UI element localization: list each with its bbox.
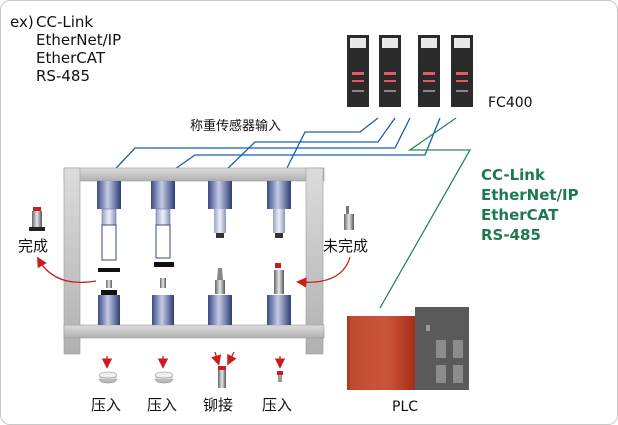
operation-label-2: 压入 <box>147 396 178 414</box>
fc400-label: FC400 <box>488 95 533 111</box>
fc400-module-2 <box>379 35 401 107</box>
wire-2 <box>164 117 441 177</box>
press-unit-1 <box>97 181 121 325</box>
status-incomplete-label: 未完成 <box>323 237 369 255</box>
sensor-wiring <box>104 117 441 181</box>
fc400-module-3 <box>418 35 440 107</box>
press-unit-2 <box>151 181 175 325</box>
operation-label-3: 铆接 <box>203 396 234 414</box>
example-protocol: EtherCAT <box>36 49 105 67</box>
plc-network-wire <box>379 117 472 309</box>
example-protocol: CC-Link <box>36 13 94 31</box>
highlighted-protocol: CC-Link <box>481 166 545 184</box>
press-frame <box>63 167 325 355</box>
example-prefix: ex) <box>10 13 34 31</box>
feed-arrow-right <box>296 256 351 288</box>
fc400-module-1 <box>347 35 369 107</box>
highlighted-protocol-list: CC-Link EtherNet/IP EtherCAT RS-485 <box>481 165 579 245</box>
return-arrow-left <box>37 256 97 284</box>
plc-label: PLC <box>392 399 419 415</box>
completed-part-icon <box>29 207 45 231</box>
example-protocol: RS-485 <box>36 67 90 85</box>
highlighted-protocol: EtherNet/IP <box>481 186 579 204</box>
workpiece-3 <box>211 351 237 388</box>
press-unit-3 <box>208 181 232 325</box>
status-complete-label: 完成 <box>18 237 49 255</box>
press-unit-4 <box>267 181 291 325</box>
wire-4 <box>282 117 379 177</box>
example-protocol-list: CC-Link EtherNet/IP EtherCAT RS-485 <box>36 13 121 85</box>
plc-unit <box>347 307 469 390</box>
operation-label-1: 压入 <box>91 396 122 414</box>
workpiece-1 <box>98 356 118 384</box>
wire-3 <box>219 117 396 177</box>
fc400-module-4 <box>451 35 473 107</box>
highlighted-protocol: RS-485 <box>481 226 541 244</box>
fc400-modules <box>347 35 473 107</box>
workpiece-2 <box>154 356 174 384</box>
example-protocol: EtherNet/IP <box>36 31 122 49</box>
highlighted-protocol: EtherCAT <box>481 206 559 224</box>
incomplete-part-icon <box>344 206 354 230</box>
sensor-input-label: 称重传感器输入 <box>190 119 282 134</box>
workpiece-4 <box>274 356 286 382</box>
operation-label-4: 压入 <box>262 396 293 414</box>
wire-1 <box>104 117 411 181</box>
